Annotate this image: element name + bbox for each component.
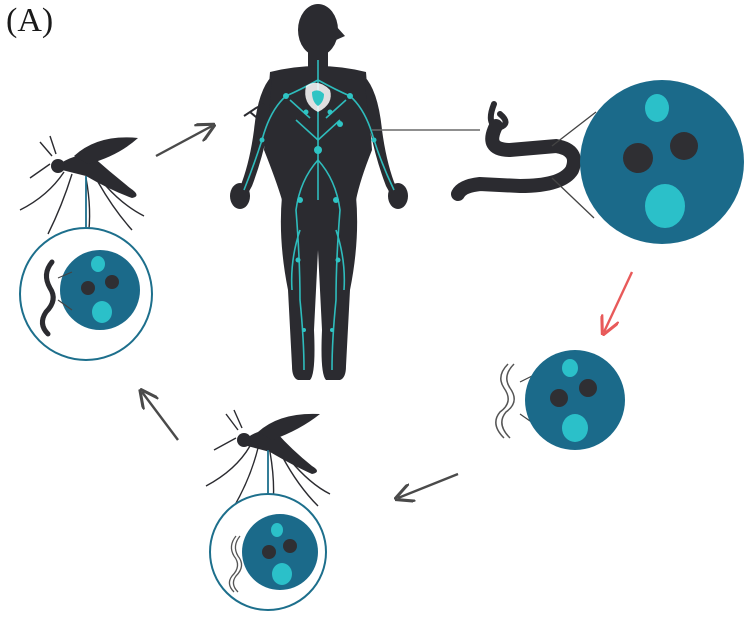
- cell-zoom-right: [525, 350, 625, 450]
- cell-zoom-large: [580, 80, 744, 244]
- human-lymphatic-icon: [230, 4, 408, 380]
- cycle-arrow-icon: [142, 392, 178, 440]
- adult-worm-icon: [458, 104, 574, 194]
- cycle-arrow-icon: [156, 126, 212, 156]
- microfilaria-icon: [496, 364, 514, 438]
- cell-zoom-bottom: [210, 494, 326, 610]
- mosquito-icon: [20, 136, 144, 238]
- cycle-arrow-icon: [398, 474, 458, 498]
- cell-zoom-left: [20, 228, 152, 360]
- cycle-arrow-icon: [604, 272, 632, 332]
